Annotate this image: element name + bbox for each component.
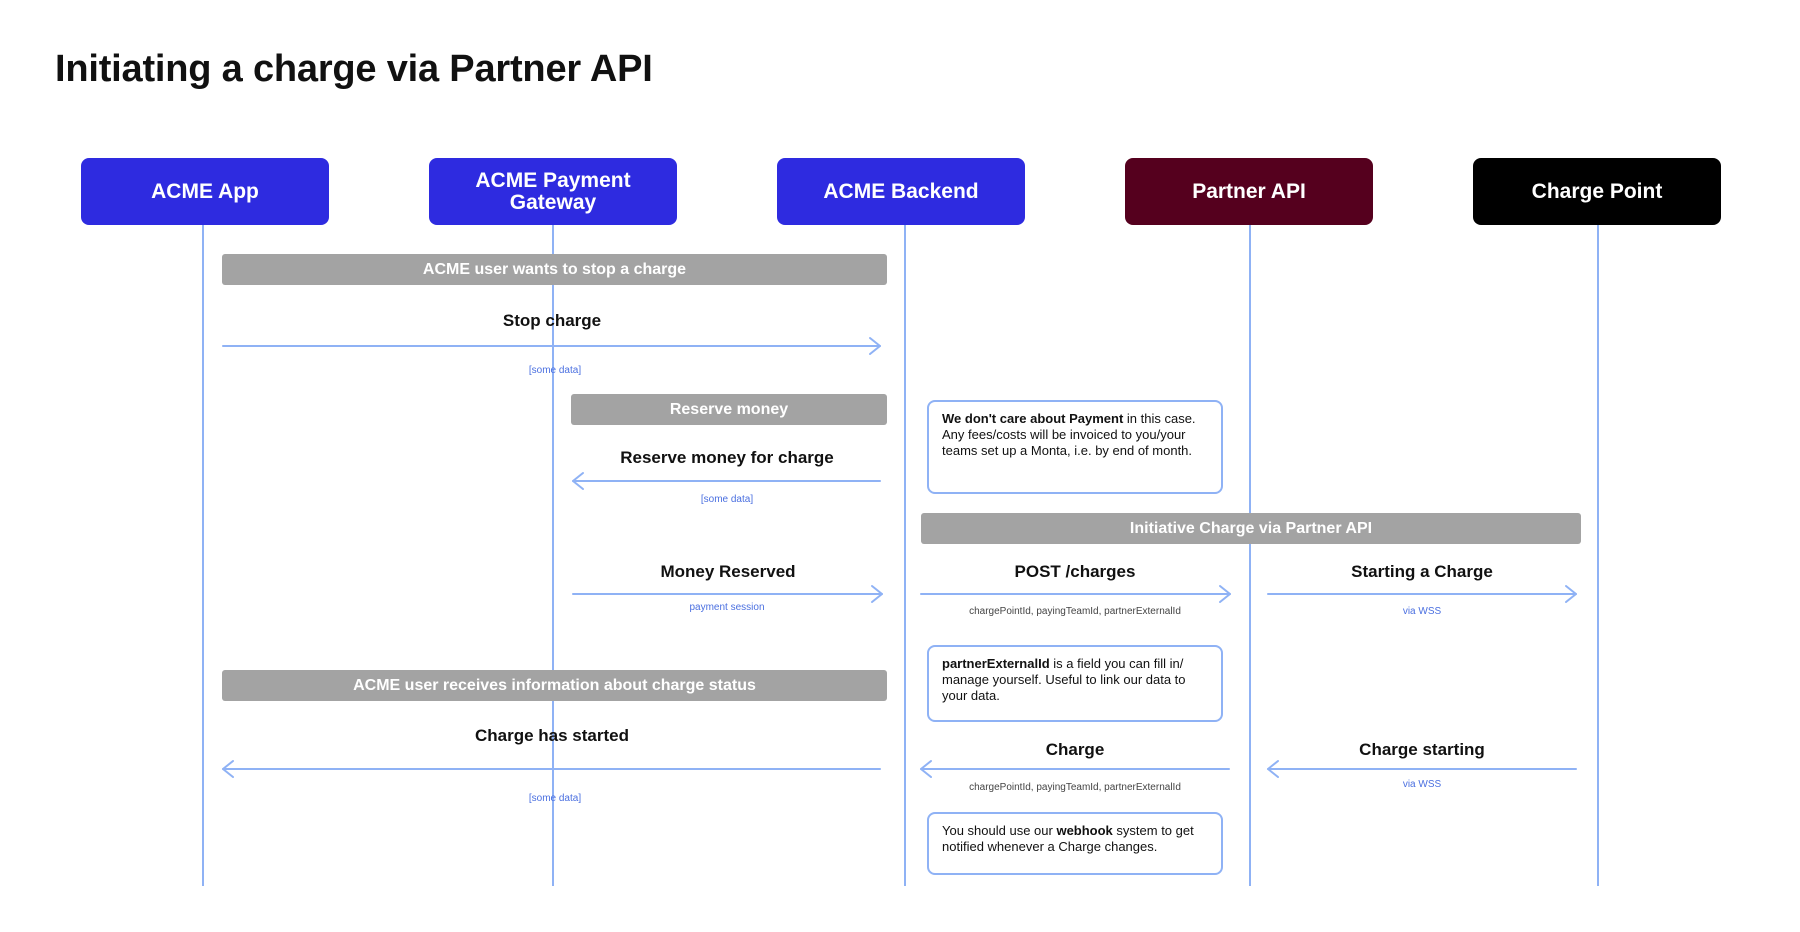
lifeline-acme-backend bbox=[904, 225, 906, 886]
message-charge-started: Charge has started bbox=[475, 726, 629, 745]
actor-acme-app: ACME App bbox=[81, 158, 329, 225]
note-external-bold: partnerExternalId bbox=[942, 656, 1050, 671]
arrow-charge bbox=[920, 760, 1230, 778]
actor-charge-point: Charge Point bbox=[1473, 158, 1721, 225]
message-charge-data: chargePointId, payingTeamId, partnerExte… bbox=[969, 782, 1181, 793]
message-stop-charge-data: [some data] bbox=[528, 365, 582, 376]
lifeline-partner-api bbox=[1249, 225, 1251, 886]
message-charge-starting: Charge starting bbox=[1359, 740, 1485, 759]
note-payment-bold: We don't care about Payment bbox=[942, 411, 1124, 426]
arrow-charge-starting bbox=[1267, 760, 1577, 778]
section-bar-initiative-charge: Initiative Charge via Partner API bbox=[921, 513, 1581, 544]
message-reserve-money-data: [some data] bbox=[700, 494, 754, 505]
note-webhook: You should use our webhook system to get… bbox=[927, 812, 1223, 875]
message-charge: Charge bbox=[1045, 740, 1105, 759]
arrow-reserve-money bbox=[572, 472, 881, 490]
message-stop-charge: Stop charge bbox=[502, 311, 602, 330]
lifeline-charge-point bbox=[1597, 225, 1599, 886]
note-webhook-pre: You should use our bbox=[942, 823, 1057, 838]
message-post-charges: POST /charges bbox=[1014, 562, 1136, 581]
section-bar-reserve-money: Reserve money bbox=[571, 394, 887, 425]
arrow-stop-charge bbox=[222, 337, 881, 355]
actor-acme-payment-gateway: ACME Payment Gateway bbox=[429, 158, 677, 225]
lifeline-acme-app bbox=[202, 225, 204, 886]
arrow-post-charges bbox=[920, 585, 1231, 603]
message-starting-charge-data: via WSS bbox=[1402, 606, 1442, 617]
message-charge-starting-data: via WSS bbox=[1402, 779, 1442, 790]
message-post-charges-data: chargePointId, payingTeamId, partnerExte… bbox=[969, 606, 1181, 617]
section-bar-receives-info: ACME user receives information about cha… bbox=[222, 670, 887, 701]
note-webhook-text: system to get notified whenever a Charge… bbox=[942, 823, 1194, 854]
lifeline-acme-payment-gateway bbox=[552, 225, 554, 886]
section-bar-stop-charge: ACME user wants to stop a charge bbox=[222, 254, 887, 285]
note-partner-external-id: partnerExternalId is a field you can fil… bbox=[927, 645, 1223, 722]
actor-partner-api: Partner API bbox=[1125, 158, 1373, 225]
note-webhook-bold: webhook bbox=[1056, 823, 1113, 838]
page-title: Initiating a charge via Partner API bbox=[55, 48, 653, 90]
actor-acme-backend: ACME Backend bbox=[777, 158, 1025, 225]
note-payment-text: in this case. Any fees/costs will be inv… bbox=[942, 411, 1196, 458]
message-money-reserved-data: payment session bbox=[689, 602, 765, 613]
arrow-charge-started bbox=[222, 760, 881, 778]
message-starting-charge: Starting a Charge bbox=[1351, 562, 1493, 581]
arrow-starting-charge bbox=[1267, 585, 1577, 603]
message-charge-started-data: [some data] bbox=[528, 793, 582, 804]
note-payment: We don't care about Payment in this case… bbox=[927, 400, 1223, 494]
message-money-reserved: Money Reserved bbox=[660, 562, 796, 581]
arrow-money-reserved bbox=[572, 585, 883, 603]
note-external-text: is a field you can fill in/ manage yours… bbox=[942, 656, 1186, 703]
message-reserve-money: Reserve money for charge bbox=[620, 448, 834, 467]
